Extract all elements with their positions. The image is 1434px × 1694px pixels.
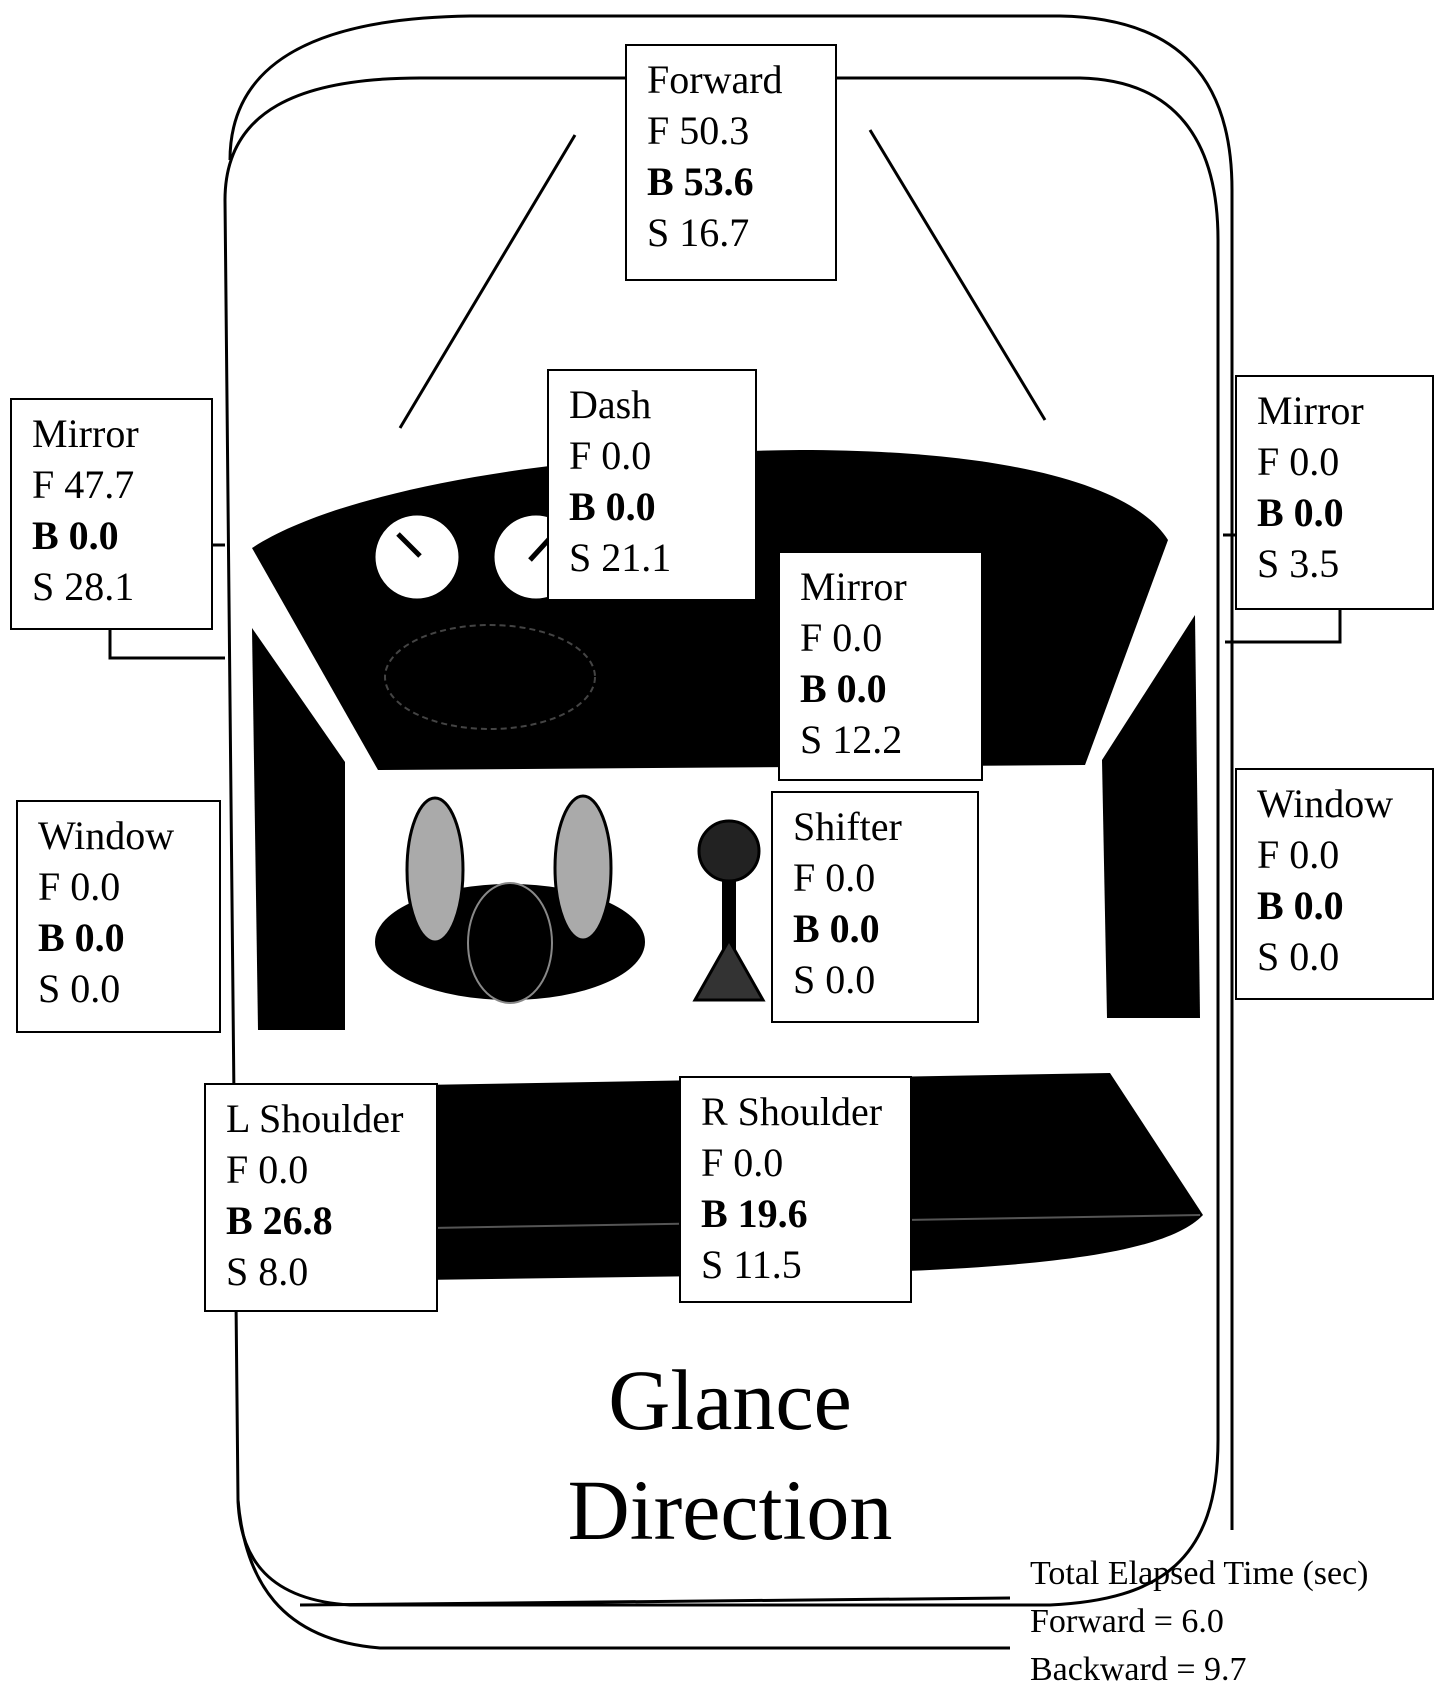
r-shoulder-label: R Shoulder (701, 1089, 883, 1134)
left-hand-icon (405, 796, 465, 944)
window-left-label: Window (38, 813, 175, 858)
shifter-b-value: B 0.0 (793, 906, 880, 951)
forward-label: Forward (647, 57, 783, 102)
title-line-2: Direction (567, 1462, 893, 1558)
dash-b-value: B 0.0 (569, 484, 656, 529)
elapsed-backward: Backward = 9.7 (1030, 1651, 1247, 1688)
mirror-left-box: Mirror F 47.7 B 0.0 S 28.1 (10, 398, 213, 630)
mirror-center-b-value: B 0.0 (800, 666, 887, 711)
mirror-right-label: Mirror (1257, 388, 1364, 433)
mirror-center-label: Mirror (800, 564, 907, 609)
mirror-right-box: Mirror F 0.0 B 0.0 S 3.5 (1235, 375, 1434, 610)
left-a-pillar (252, 628, 345, 1030)
mirror-center-f-value: F 0.0 (800, 615, 883, 660)
vehicle-outline-outer (228, 14, 1234, 1530)
shifter-label: Shifter (793, 804, 902, 849)
mirror-left-b-value: B 0.0 (32, 513, 119, 558)
mirror-right-connector (1223, 533, 1342, 644)
mirror-left-label: Mirror (32, 411, 139, 456)
l-shoulder-s-value: S 8.0 (226, 1249, 309, 1294)
shifter-knob-icon (697, 819, 761, 883)
dash-f-value: F 0.0 (569, 433, 652, 478)
windshield-left-line (398, 134, 577, 429)
mirror-center-box: Mirror F 0.0 B 0.0 S 12.2 (778, 551, 983, 781)
mirror-left-f-value: F 47.7 (32, 462, 135, 507)
l-shoulder-b-value: B 26.8 (226, 1198, 333, 1243)
elapsed-forward: Forward = 6.0 (1030, 1603, 1224, 1640)
vehicle-bottom-edge (236, 1499, 1010, 1650)
title-line-1: Glance (608, 1352, 852, 1448)
r-shoulder-box: R Shoulder F 0.0 B 19.6 S 11.5 (679, 1076, 912, 1303)
window-left-box: Window F 0.0 B 0.0 S 0.0 (16, 800, 221, 1033)
diagram-title: Glance Direction (520, 1345, 940, 1565)
shifter-f-value: F 0.0 (793, 855, 876, 900)
window-right-box: Window F 0.0 B 0.0 S 0.0 (1235, 768, 1434, 1000)
l-shoulder-f-value: F 0.0 (226, 1147, 309, 1192)
window-right-label: Window (1257, 781, 1394, 826)
forward-f-value: F 50.3 (647, 108, 750, 153)
window-right-s-value: S 0.0 (1257, 934, 1340, 979)
dash-s-value: S 21.1 (569, 535, 672, 580)
r-shoulder-b-value: B 19.6 (701, 1191, 808, 1236)
elapsed-time-legend: Total Elapsed Time (sec) Forward = 6.0 B… (1030, 1550, 1369, 1694)
shifter-base-icon (692, 936, 766, 1002)
mirror-right-f-value: F 0.0 (1257, 439, 1340, 484)
shifter-box: Shifter F 0.0 B 0.0 S 0.0 (771, 791, 979, 1023)
shifter-s-value: S 0.0 (793, 957, 876, 1002)
windshield-right-line (868, 129, 1047, 421)
window-left-b-value: B 0.0 (38, 915, 125, 960)
window-left-s-value: S 0.0 (38, 966, 121, 1011)
forward-s-value: S 16.7 (647, 210, 750, 255)
forward-b-value: B 53.6 (647, 159, 754, 204)
right-hand-icon (553, 794, 613, 942)
vehicle-outline-inner (223, 76, 1220, 1607)
r-shoulder-f-value: F 0.0 (701, 1140, 784, 1185)
mirror-right-b-value: B 0.0 (1257, 490, 1344, 535)
l-shoulder-box: L Shoulder F 0.0 B 26.8 S 8.0 (204, 1083, 438, 1312)
mirror-right-s-value: S 3.5 (1257, 541, 1340, 586)
elapsed-heading: Total Elapsed Time (sec) (1030, 1555, 1369, 1592)
right-a-pillar (1102, 615, 1200, 1018)
dash-label: Dash (569, 382, 652, 427)
r-shoulder-s-value: S 11.5 (701, 1242, 802, 1287)
mirror-left-connector (108, 543, 225, 660)
vehicle-bottom-line (299, 1596, 1011, 1607)
steering-hub (467, 882, 553, 1004)
gauge-left-icon (372, 512, 462, 602)
dash-box: Dash F 0.0 B 0.0 S 21.1 (547, 369, 757, 601)
mirror-center-s-value: S 12.2 (800, 717, 903, 762)
l-shoulder-label: L Shoulder (226, 1096, 404, 1141)
window-right-b-value: B 0.0 (1257, 883, 1344, 928)
window-right-f-value: F 0.0 (1257, 832, 1340, 877)
mirror-left-s-value: S 28.1 (32, 564, 135, 609)
forward-box: Forward F 50.3 B 53.6 S 16.7 (625, 44, 837, 281)
dash-display-icon (384, 624, 596, 730)
window-left-f-value: F 0.0 (38, 864, 121, 909)
